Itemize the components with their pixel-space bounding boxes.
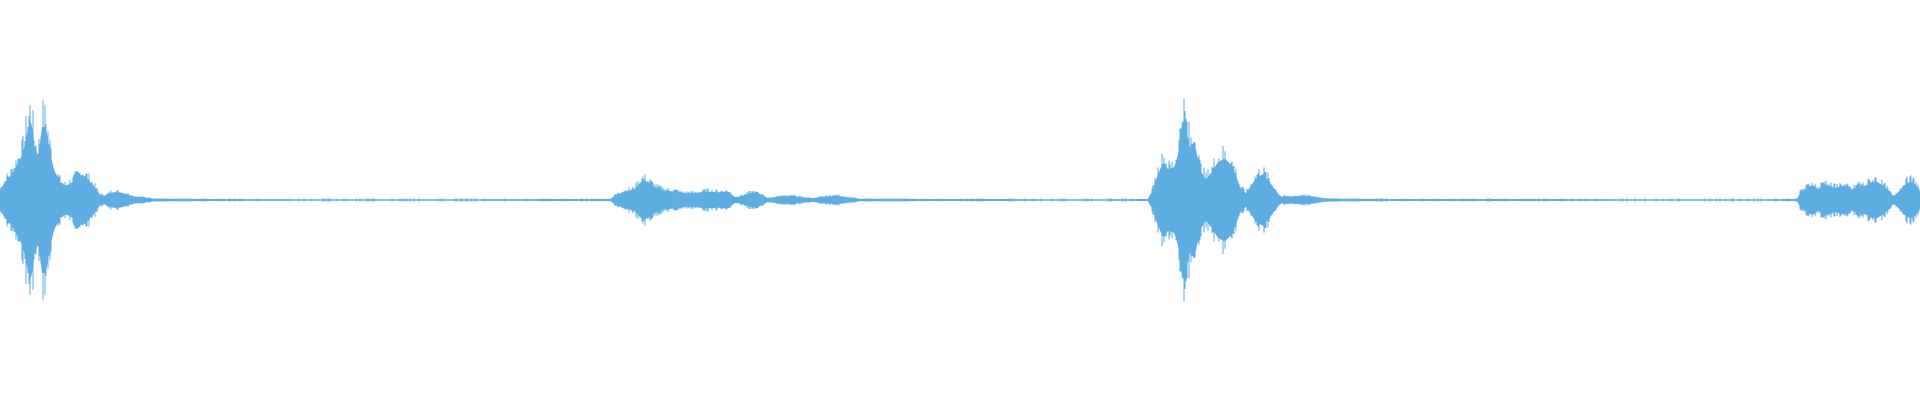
waveform-peak-lines — [0, 98, 1920, 302]
